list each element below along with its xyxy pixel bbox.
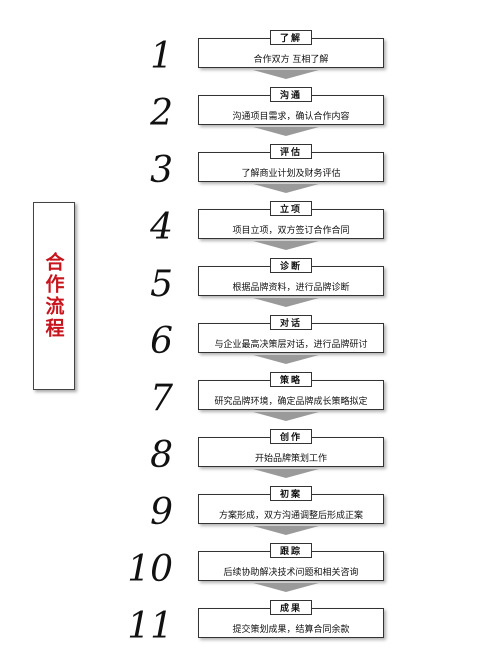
step-number: 6 xyxy=(150,321,173,362)
step-number: 7 xyxy=(150,378,173,419)
step-tag: 策略 xyxy=(270,372,312,387)
down-arrow-icon xyxy=(253,298,319,307)
step-number: 11 xyxy=(127,606,173,647)
step-description: 合作双方 互相了解 xyxy=(253,55,329,65)
step-number: 1 xyxy=(150,36,173,77)
step-1: 1 合作双方 互相了解 了解 xyxy=(0,30,503,92)
down-arrow-icon xyxy=(253,583,319,592)
down-arrow-icon xyxy=(253,70,319,79)
step-3: 3 了解商业计划及财务评估 评估 xyxy=(0,144,503,206)
step-tag-label: 策略 xyxy=(279,376,302,386)
process-title-box: 合作流程 xyxy=(33,202,75,390)
step-description: 方案形成，双方沟通调整后形成正案 xyxy=(218,511,363,521)
step-box: 根据品牌资料，进行品牌诊断 xyxy=(198,266,384,296)
step-8: 8 开始品牌策划工作 创作 xyxy=(0,429,503,491)
down-arrow-icon xyxy=(253,184,319,193)
step-tag-label: 对话 xyxy=(279,319,302,329)
process-title: 合作流程 xyxy=(42,252,65,340)
step-box: 研究品牌环境，确定品牌成长策略拟定 xyxy=(198,380,384,410)
step-tag: 了解 xyxy=(270,30,312,45)
step-description: 开始品牌策划工作 xyxy=(254,454,327,464)
step-2: 2 沟通项目需求，确认合作内容 沟通 xyxy=(0,87,503,149)
step-tag: 成果 xyxy=(270,600,312,615)
step-tag: 评估 xyxy=(270,144,312,159)
step-6: 6 与企业最高决策层对话，进行品牌研讨 对话 xyxy=(0,315,503,377)
step-tag-label: 评估 xyxy=(279,148,302,158)
step-tag-label: 立项 xyxy=(279,205,302,215)
down-arrow-icon xyxy=(253,526,319,535)
step-tag: 创作 xyxy=(270,429,312,444)
step-description: 研究品牌环境，确定品牌成长策略拟定 xyxy=(214,397,368,407)
step-7: 7 研究品牌环境，确定品牌成长策略拟定 策略 xyxy=(0,372,503,434)
step-description: 沟通项目需求，确认合作内容 xyxy=(232,112,350,122)
step-number: 8 xyxy=(150,435,173,476)
down-arrow-icon xyxy=(253,127,319,136)
step-tag-label: 跟踪 xyxy=(279,547,302,557)
step-tag: 跟踪 xyxy=(270,543,312,558)
step-description: 后续协助解决技术问题和相关咨询 xyxy=(223,568,359,578)
step-number: 10 xyxy=(127,549,173,590)
step-box: 合作双方 互相了解 xyxy=(198,38,384,68)
step-9: 9 方案形成，双方沟通调整后形成正案 初案 xyxy=(0,486,503,548)
step-description: 提交策划成果，结算合同余款 xyxy=(232,625,350,635)
step-tag-label: 初案 xyxy=(279,490,302,500)
step-tag-label: 了解 xyxy=(279,34,302,44)
step-tag: 初案 xyxy=(270,486,312,501)
down-arrow-icon xyxy=(253,469,319,478)
step-number: 9 xyxy=(150,492,173,533)
step-5: 5 根据品牌资料，进行品牌诊断 诊断 xyxy=(0,258,503,320)
down-arrow-icon xyxy=(253,412,319,421)
step-description: 根据品牌资料，进行品牌诊断 xyxy=(232,283,350,293)
step-description: 了解商业计划及财务评估 xyxy=(241,169,341,179)
down-arrow-icon xyxy=(253,241,319,250)
step-tag-label: 沟通 xyxy=(279,91,302,101)
step-10: 10 后续协助解决技术问题和相关咨询 跟踪 xyxy=(0,543,503,605)
step-tag: 对话 xyxy=(270,315,312,330)
step-number: 5 xyxy=(150,264,173,305)
step-number: 2 xyxy=(150,93,173,134)
step-11: 11 提交策划成果，结算合同余款 成果 xyxy=(0,600,503,662)
step-description: 项目立项，双方签订合作合同 xyxy=(232,226,350,236)
step-tag: 沟通 xyxy=(270,87,312,102)
step-tag-label: 创作 xyxy=(279,433,302,443)
step-tag: 立项 xyxy=(270,201,312,216)
step-tag-label: 诊断 xyxy=(279,262,302,272)
step-tag-label: 成果 xyxy=(279,604,302,614)
step-number: 4 xyxy=(150,207,173,248)
step-number: 3 xyxy=(150,150,173,191)
step-tag: 诊断 xyxy=(270,258,312,273)
step-description: 与企业最高决策层对话，进行品牌研讨 xyxy=(214,340,368,350)
step-4: 4 项目立项，双方签订合作合同 立项 xyxy=(0,201,503,263)
down-arrow-icon xyxy=(253,355,319,364)
